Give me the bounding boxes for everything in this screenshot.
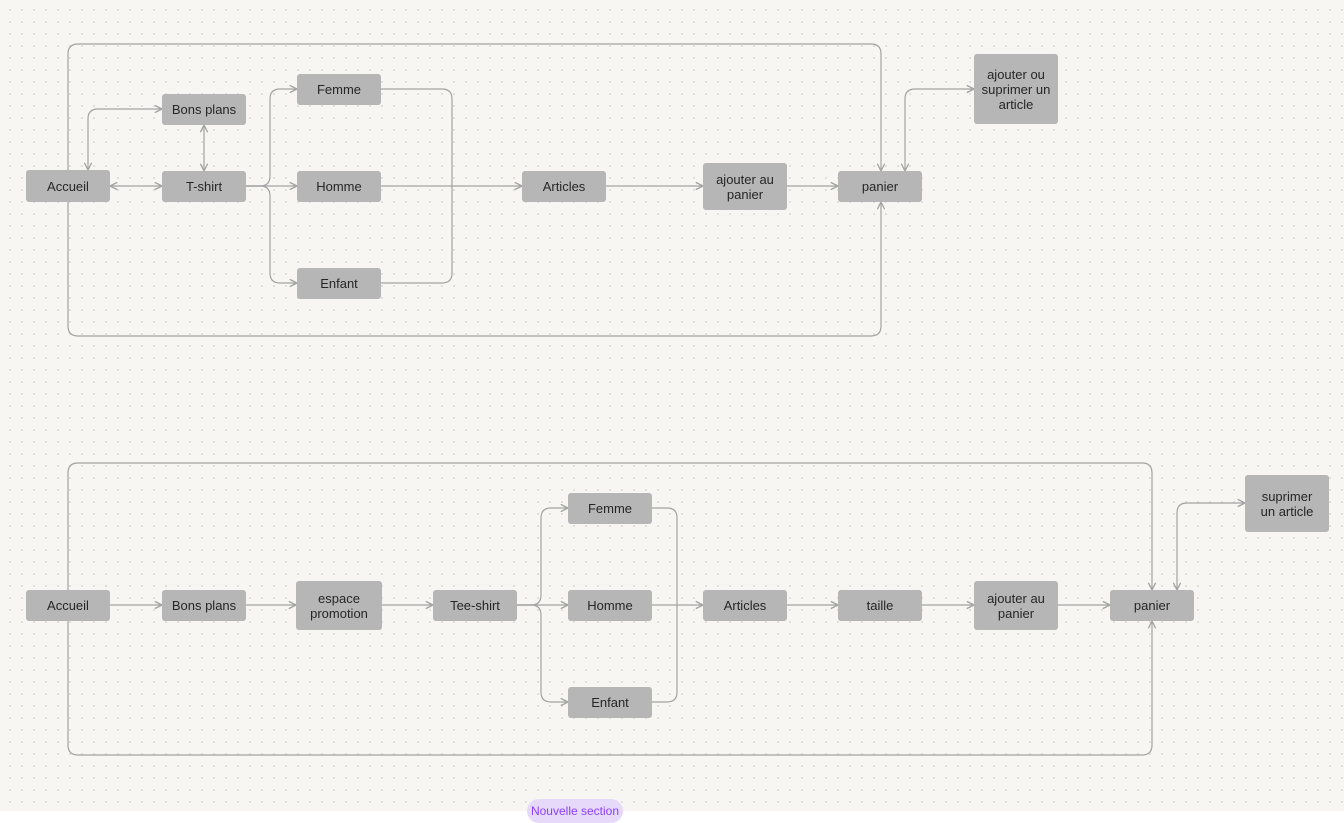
node-t-shirt-1[interactable]: T-shirt <box>162 171 246 202</box>
node-articles-2[interactable]: Articles <box>703 590 787 621</box>
edge-enfant2-articles2[interactable] <box>652 605 678 703</box>
edge-femme1-articles1[interactable] <box>381 88 453 186</box>
node-articles-1[interactable]: Articles <box>522 171 606 202</box>
node-panier-2[interactable]: panier <box>1110 590 1194 621</box>
node-enfant-1[interactable]: Enfant <box>297 268 381 299</box>
node-ajouter-au-panier-2[interactable]: ajouter au panier <box>974 581 1058 630</box>
edge-teeshirt-enfant2[interactable] <box>517 604 569 707</box>
edge-accueil1-bonsplans1[interactable] <box>83 104 163 171</box>
edge-panier1-ajoutersuprimer1[interactable] <box>900 84 975 172</box>
node-femme-2[interactable]: Femme <box>568 493 652 524</box>
node-femme-1[interactable]: Femme <box>297 74 381 105</box>
edge-tshirt1-enfant1[interactable] <box>246 185 298 288</box>
new-section-pill-label: Nouvelle section <box>530 804 620 818</box>
edge-femme2-articles2[interactable] <box>652 507 678 605</box>
node-espace-promotion[interactable]: espace promotion <box>296 581 382 630</box>
edge-tshirt1-femme1[interactable] <box>246 84 298 187</box>
node-suprimer-un-article[interactable]: suprimer un article <box>1245 475 1329 532</box>
node-enfant-2[interactable]: Enfant <box>568 687 652 718</box>
node-accueil-2[interactable]: Accueil <box>26 590 110 621</box>
node-homme-1[interactable]: Homme <box>297 171 381 202</box>
node-homme-2[interactable]: Homme <box>568 590 652 621</box>
node-panier-1[interactable]: panier <box>838 171 922 202</box>
node-ajouter-ou-suprimer-article[interactable]: ajouter ou suprimer un article <box>974 54 1058 124</box>
node-bons-plans-2[interactable]: Bons plans <box>162 590 246 621</box>
edge-enfant1-articles1[interactable] <box>381 186 453 284</box>
node-bons-plans-1[interactable]: Bons plans <box>162 94 246 125</box>
node-taille[interactable]: taille <box>838 590 922 621</box>
edge-teeshirt-femme2[interactable] <box>517 503 569 606</box>
node-tee-shirt[interactable]: Tee-shirt <box>433 590 517 621</box>
node-accueil-1[interactable]: Accueil <box>26 170 110 202</box>
edge-panier2-suprimerarticle[interactable] <box>1172 498 1246 591</box>
node-ajouter-au-panier-1[interactable]: ajouter au panier <box>703 163 787 210</box>
new-section-pill[interactable]: Nouvelle section <box>527 799 623 823</box>
